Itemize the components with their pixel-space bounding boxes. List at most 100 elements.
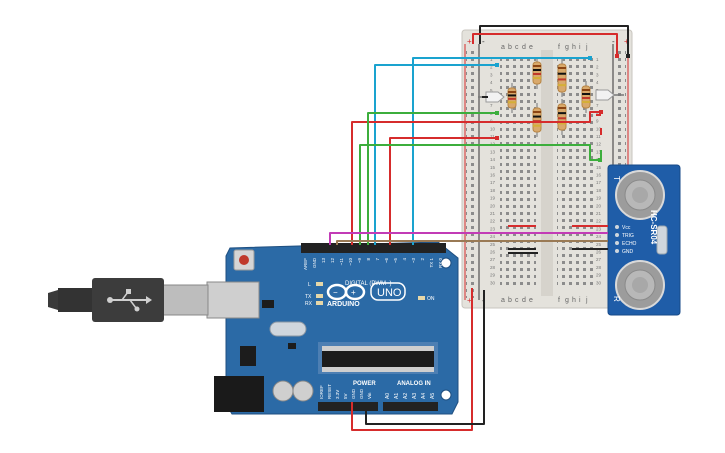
sensor-pin-label: Vcc <box>622 225 631 231</box>
sensor-r-label: R <box>612 296 621 302</box>
breadboard-row-label: 18 <box>490 188 496 193</box>
digital-pin-label: 4 <box>402 258 407 261</box>
digital-pin-label: ~6 <box>384 258 389 264</box>
power-header[interactable] <box>318 402 378 411</box>
wire-end <box>615 54 619 58</box>
atmega-chip <box>318 342 438 374</box>
resistor[interactable] <box>532 57 542 89</box>
digital-pin-label: ~3 <box>411 258 416 264</box>
mount-hole <box>440 389 452 401</box>
power-pin-label: Vin <box>367 392 372 399</box>
sensor-pin[interactable] <box>615 225 619 229</box>
power-pin-label: IOREF <box>319 385 324 399</box>
breadboard-row-label: 16 <box>596 173 602 178</box>
l-label: L <box>308 282 311 288</box>
mount-hole <box>440 257 452 269</box>
power-pin-label: 5V <box>343 393 348 399</box>
digital-pin-label: AREF <box>303 258 308 270</box>
wire-end <box>599 110 603 114</box>
breadboard-row-label: 5 <box>490 88 493 93</box>
breadboard-row-label: 25 <box>596 242 602 247</box>
breadboard-row-label: 16 <box>490 173 496 178</box>
on-label: ON <box>427 296 435 302</box>
breadboard-column-label: e <box>529 297 533 304</box>
capacitor-icon <box>272 380 294 402</box>
resistors <box>507 57 591 137</box>
breadboard-row-label: 1 <box>596 57 599 62</box>
analog-header[interactable] <box>383 402 438 411</box>
digital-pin-label: RX 0 <box>438 258 443 269</box>
digital-header[interactable] <box>301 243 446 253</box>
uno-label: UNO <box>377 287 402 299</box>
on-led <box>418 296 425 300</box>
breadboard-row-label: 10 <box>490 126 496 131</box>
power-jack[interactable] <box>214 376 264 412</box>
voltage-regulator-icon <box>240 346 256 366</box>
breadboard-row-label: 23 <box>490 226 496 231</box>
breadboard-row-label: 26 <box>596 250 602 255</box>
power-pin-label: GND <box>351 388 356 399</box>
breadboard-row-label: 30 <box>596 280 602 285</box>
breadboard-row-label: 17 <box>490 180 496 185</box>
breadboard-column-label: h <box>572 297 576 304</box>
breadboard-column-label: a <box>501 44 505 51</box>
led-right[interactable] <box>595 89 624 101</box>
wire-red-1 <box>351 111 601 245</box>
digital-pin-label: ~11 <box>339 258 344 266</box>
analog-pin-label: A2 <box>403 393 409 399</box>
breadboard-row-label: 21 <box>490 211 496 216</box>
sensor-pin-label: GND <box>622 249 634 255</box>
digital-pin-label: ~10 <box>348 258 353 266</box>
analog-pin-label: A0 <box>385 393 391 399</box>
sensor-t-label: T <box>612 176 621 181</box>
breadboard-row-label: 17 <box>596 180 602 185</box>
breadboard-row-label: 24 <box>490 234 496 239</box>
resistor[interactable] <box>532 103 542 137</box>
digital-pin-label: 2 <box>420 258 425 261</box>
sensor-pin[interactable] <box>615 249 619 253</box>
breadboard-row-label: 22 <box>596 219 602 224</box>
usb-port[interactable] <box>206 281 260 319</box>
resistor[interactable] <box>581 81 591 113</box>
breadboard-column-label: b <box>508 44 512 51</box>
breadboard-column-label: e <box>529 44 533 51</box>
digital-pin-label: 7 <box>375 258 380 261</box>
resistor[interactable] <box>557 59 567 97</box>
power-pin-label: RESET <box>327 384 332 399</box>
wire-end <box>495 136 499 140</box>
breadboard-column-label: j <box>585 44 588 51</box>
wire-blue-2 <box>412 57 590 245</box>
breadboard-row-label: 23 <box>596 226 602 231</box>
sensor-pin[interactable] <box>615 233 619 237</box>
breadboard-row-label: 7 <box>490 103 493 108</box>
l-led <box>316 282 323 286</box>
resistor[interactable] <box>507 83 517 113</box>
breadboard-column-label: f <box>558 297 560 304</box>
uno-badge <box>370 282 406 301</box>
digital-pin-label: 13 <box>321 258 326 264</box>
breadboard-row-label: 19 <box>490 196 496 201</box>
reset-button[interactable] <box>233 249 255 271</box>
smd-chip <box>262 300 274 308</box>
breadboard-column-label: h <box>572 44 576 51</box>
wire-end <box>626 54 630 58</box>
digital-pin-label: 12 <box>330 258 335 264</box>
usb-cable[interactable] <box>48 278 209 322</box>
power-pin-label: 3.3V <box>335 390 340 399</box>
breadboard-row-label: 4 <box>490 80 493 85</box>
breadboard-row-label: 29 <box>490 273 496 278</box>
breadboard-row-label: 25 <box>490 242 496 247</box>
resistor[interactable] <box>557 99 567 135</box>
breadboard-row-label: 27 <box>490 257 496 262</box>
wire-black-gnd <box>365 290 485 425</box>
sensor-pin[interactable] <box>615 241 619 245</box>
breadboard-column-label: g <box>565 44 569 51</box>
breadboard-row-label: 29 <box>596 273 602 278</box>
breadboard-column-label: c <box>515 44 519 51</box>
